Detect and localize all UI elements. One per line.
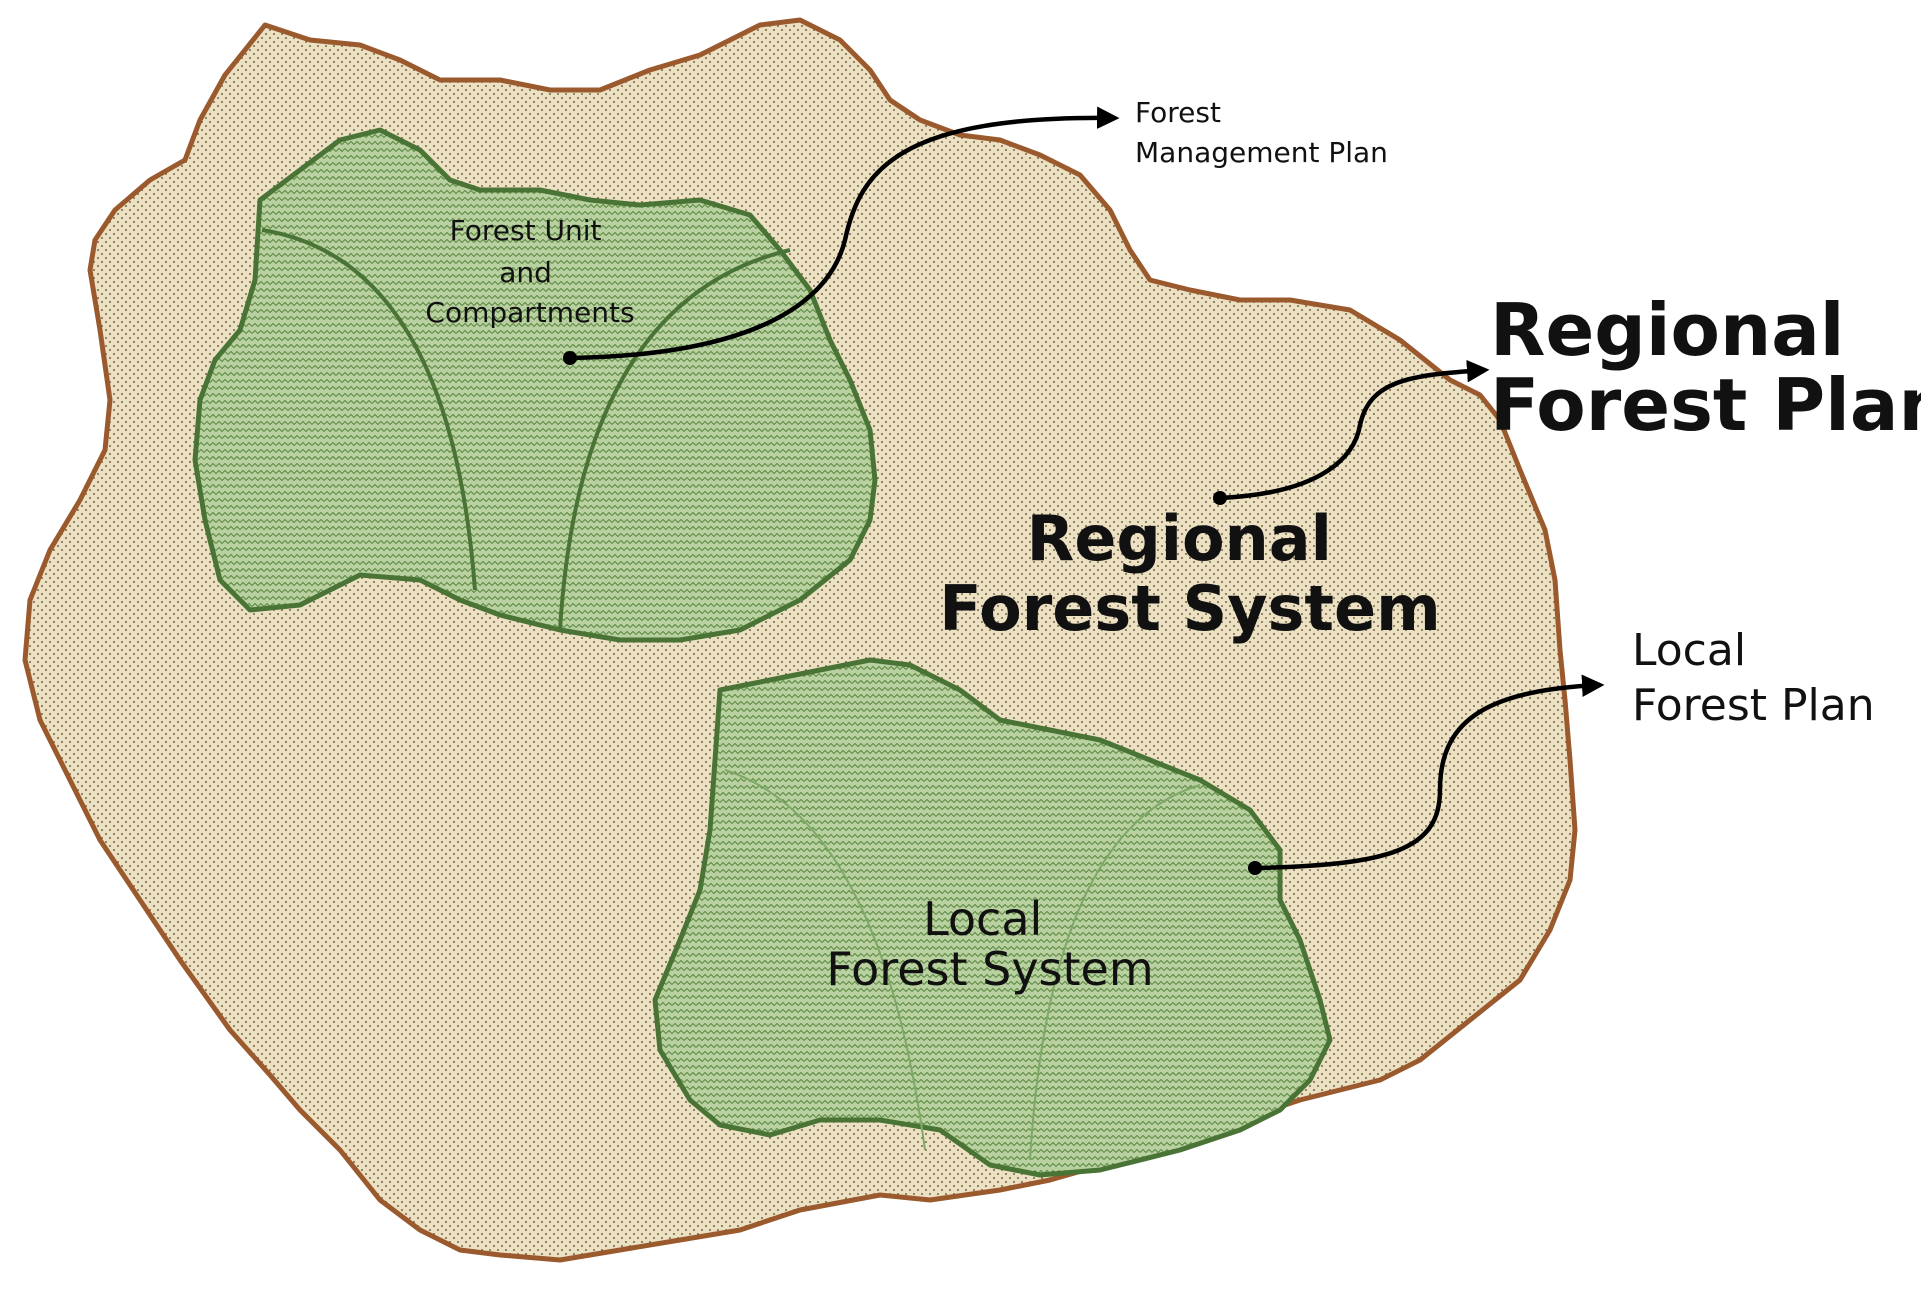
regional-system-dot: [1213, 491, 1227, 505]
compartment-boundary-2: [558, 248, 791, 631]
local-forest-area: [652, 657, 1333, 1178]
local-compartment-boundary-1: [724, 769, 926, 1151]
arrow-to-local-forest-plan: [1254, 674, 1605, 871]
local-system-dot: [1248, 861, 1262, 875]
local-forest-system-label: Local Forest System: [826, 892, 1153, 996]
regional-forest-system-label: Regional Forest System: [939, 502, 1440, 645]
arrow-to-regional-forest-plan: [1219, 359, 1490, 501]
forest-unit-label: Forest Unit and Compartments: [425, 214, 634, 329]
forest-unit-area: [192, 127, 878, 643]
compartment-boundary-1: [261, 228, 477, 591]
arrow-to-forest-management-plan: [569, 106, 1120, 361]
local-compartment-boundary-2: [1029, 784, 1201, 1161]
local-forest-plan-label: Local Forest Plan: [1632, 625, 1875, 731]
forest-unit-dot: [563, 351, 577, 365]
forest-management-plan-label: Forest Management Plan: [1135, 96, 1388, 169]
regional-forest-plan-label: Regional Forest Plan: [1490, 288, 1921, 447]
